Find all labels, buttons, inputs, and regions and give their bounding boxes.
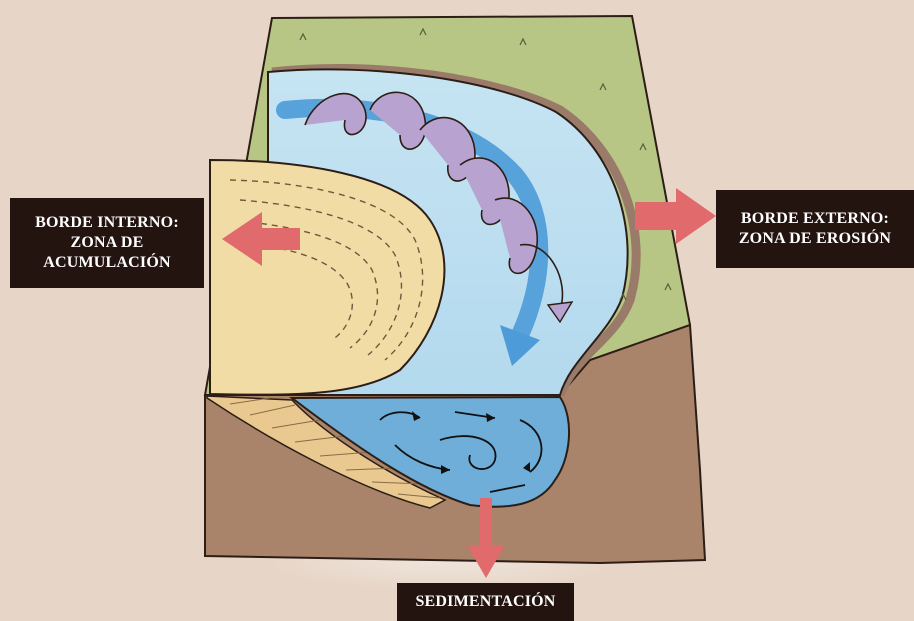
label-inner-line1: BORDE INTERNO:	[35, 213, 179, 233]
label-inner-line3: ACUMULACIÓN	[43, 253, 171, 273]
label-sedimentation: SEDIMENTACIÓN	[397, 583, 574, 621]
label-outer-line2: ZONA DE EROSIÓN	[739, 229, 891, 249]
label-outer-line1: BORDE EXTERNO:	[741, 209, 889, 229]
label-outer-bank: BORDE EXTERNO: ZONA DE EROSIÓN	[716, 190, 914, 268]
label-sedimentation-text: SEDIMENTACIÓN	[415, 592, 555, 612]
label-inner-line2: ZONA DE	[71, 233, 144, 253]
label-inner-bank: BORDE INTERNO: ZONA DE ACUMULACIÓN	[10, 198, 204, 288]
